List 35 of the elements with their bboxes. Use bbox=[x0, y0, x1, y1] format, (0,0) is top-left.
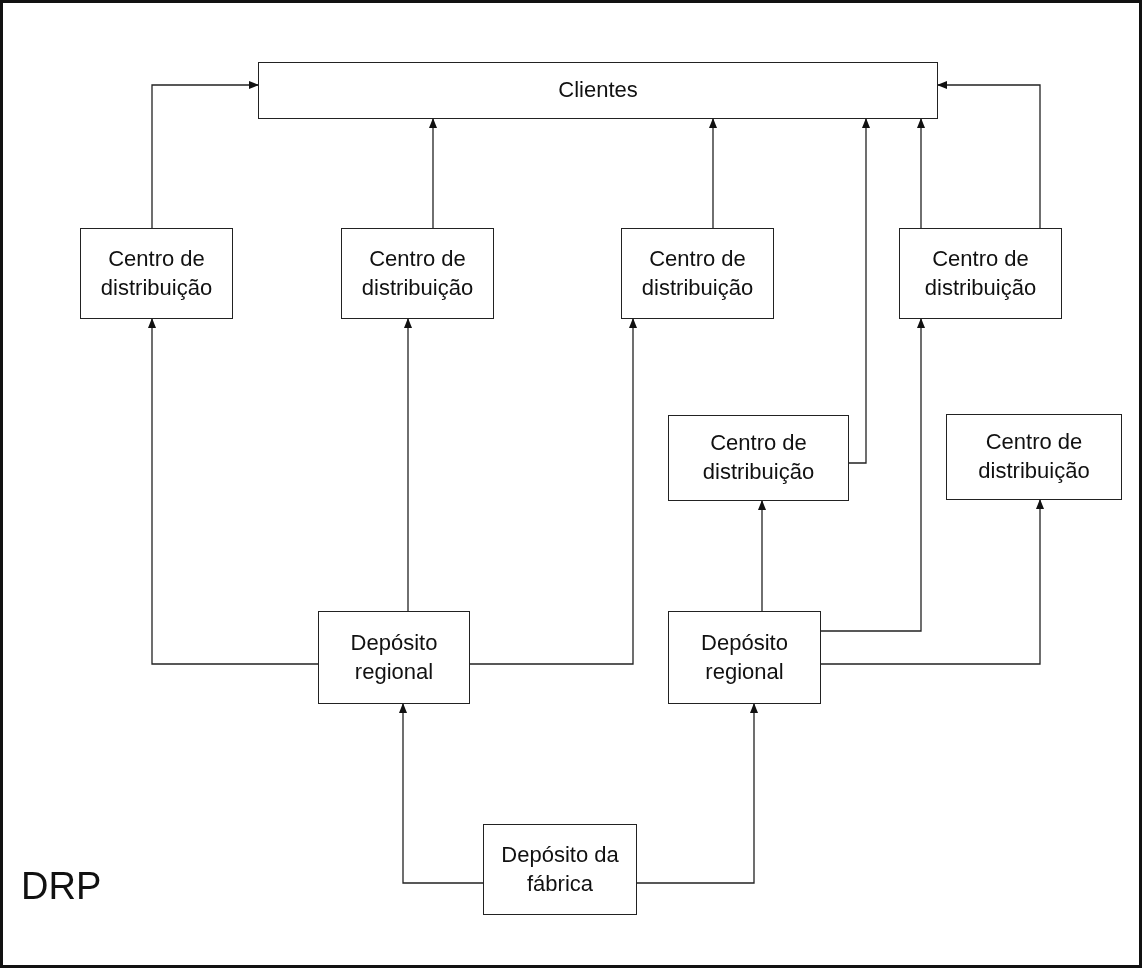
box-label: Centro de distribuição bbox=[923, 244, 1038, 302]
process-box bbox=[318, 611, 470, 704]
box-label: Depósito da fábrica bbox=[500, 840, 620, 898]
box-label: Clientes bbox=[558, 76, 638, 105]
box-label: Centro de distribuição bbox=[360, 244, 475, 302]
box-label: Depósito regional bbox=[349, 628, 439, 686]
arrow bbox=[636, 703, 758, 884]
arrow bbox=[148, 318, 319, 665]
arrow bbox=[937, 81, 1041, 229]
process-box bbox=[899, 228, 1062, 319]
process-box bbox=[80, 228, 233, 319]
diagram-label: DRP bbox=[21, 865, 102, 908]
arrow bbox=[429, 118, 437, 229]
box-label: Centro de distribuição bbox=[640, 244, 755, 302]
process-box bbox=[668, 415, 849, 501]
arrow bbox=[758, 500, 766, 612]
box-label: Depósito regional bbox=[700, 628, 789, 686]
arrow bbox=[820, 318, 925, 632]
box-label: Centro de distribuição bbox=[99, 244, 214, 302]
process-box bbox=[946, 414, 1122, 500]
arrow bbox=[848, 118, 870, 464]
arrow bbox=[399, 703, 484, 884]
arrow bbox=[151, 81, 259, 229]
arrow bbox=[404, 318, 412, 612]
box-label: Centro de distribuição bbox=[701, 429, 816, 486]
process-box bbox=[668, 611, 821, 704]
box-label: Centro de distribuição bbox=[977, 428, 1091, 485]
arrow bbox=[820, 499, 1044, 665]
arrow bbox=[917, 118, 925, 229]
process-box bbox=[341, 228, 494, 319]
arrow bbox=[469, 318, 637, 665]
process-box bbox=[621, 228, 774, 319]
process-box bbox=[258, 62, 938, 119]
process-box bbox=[483, 824, 637, 915]
arrow bbox=[709, 118, 717, 229]
